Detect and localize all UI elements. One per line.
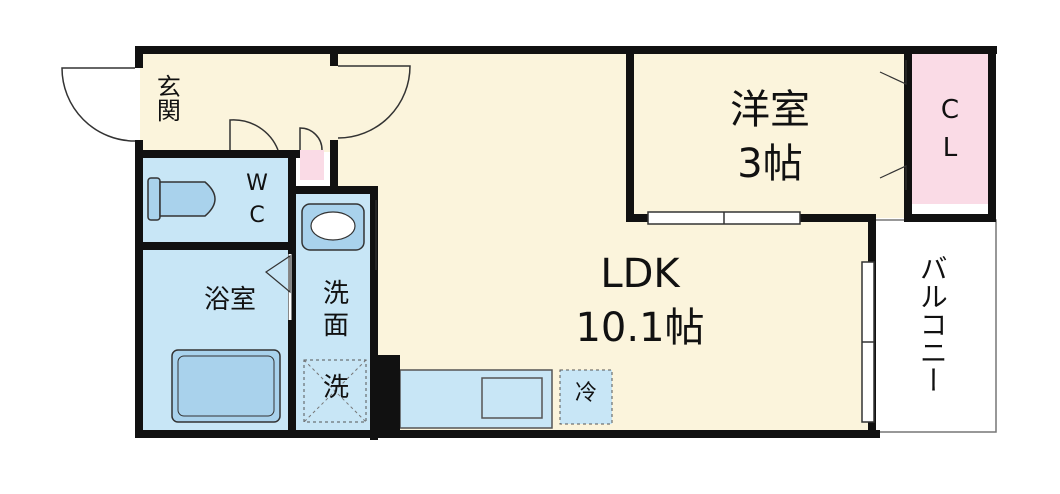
doors bbox=[61, 60, 907, 320]
ldk-size: 10.1帖 bbox=[575, 305, 705, 351]
toilet-tank bbox=[147, 177, 161, 221]
closet-label-line1: C bbox=[940, 95, 960, 125]
ldk-name: LDK bbox=[600, 251, 680, 297]
balcony-label: バルコニー bbox=[915, 254, 949, 394]
entrance-floor bbox=[140, 52, 335, 152]
western-room-size: 3帖 bbox=[737, 141, 803, 187]
fridge-label: 冷 bbox=[574, 381, 597, 406]
shoe-box bbox=[300, 150, 324, 180]
fridge-space bbox=[559, 369, 613, 425]
wc-label-line1: W bbox=[246, 171, 268, 196]
washer-label: 洗 bbox=[322, 373, 349, 403]
western-room-floor bbox=[632, 52, 908, 218]
toilet-bowl bbox=[159, 181, 216, 217]
washroom-label-line2: 面 bbox=[322, 311, 349, 341]
windows bbox=[647, 211, 875, 423]
closet-label-line2: L bbox=[942, 133, 958, 163]
entrance-label: 玄関 bbox=[152, 74, 181, 122]
bath-label: 浴室 bbox=[203, 285, 256, 315]
sink bbox=[481, 377, 543, 419]
wc-label-line2: C bbox=[249, 203, 265, 228]
bathtub bbox=[171, 349, 281, 423]
washroom-label-line1: 洗 bbox=[322, 279, 349, 309]
closet-floor bbox=[910, 52, 990, 204]
western-room-name: 洋室 bbox=[730, 87, 810, 133]
